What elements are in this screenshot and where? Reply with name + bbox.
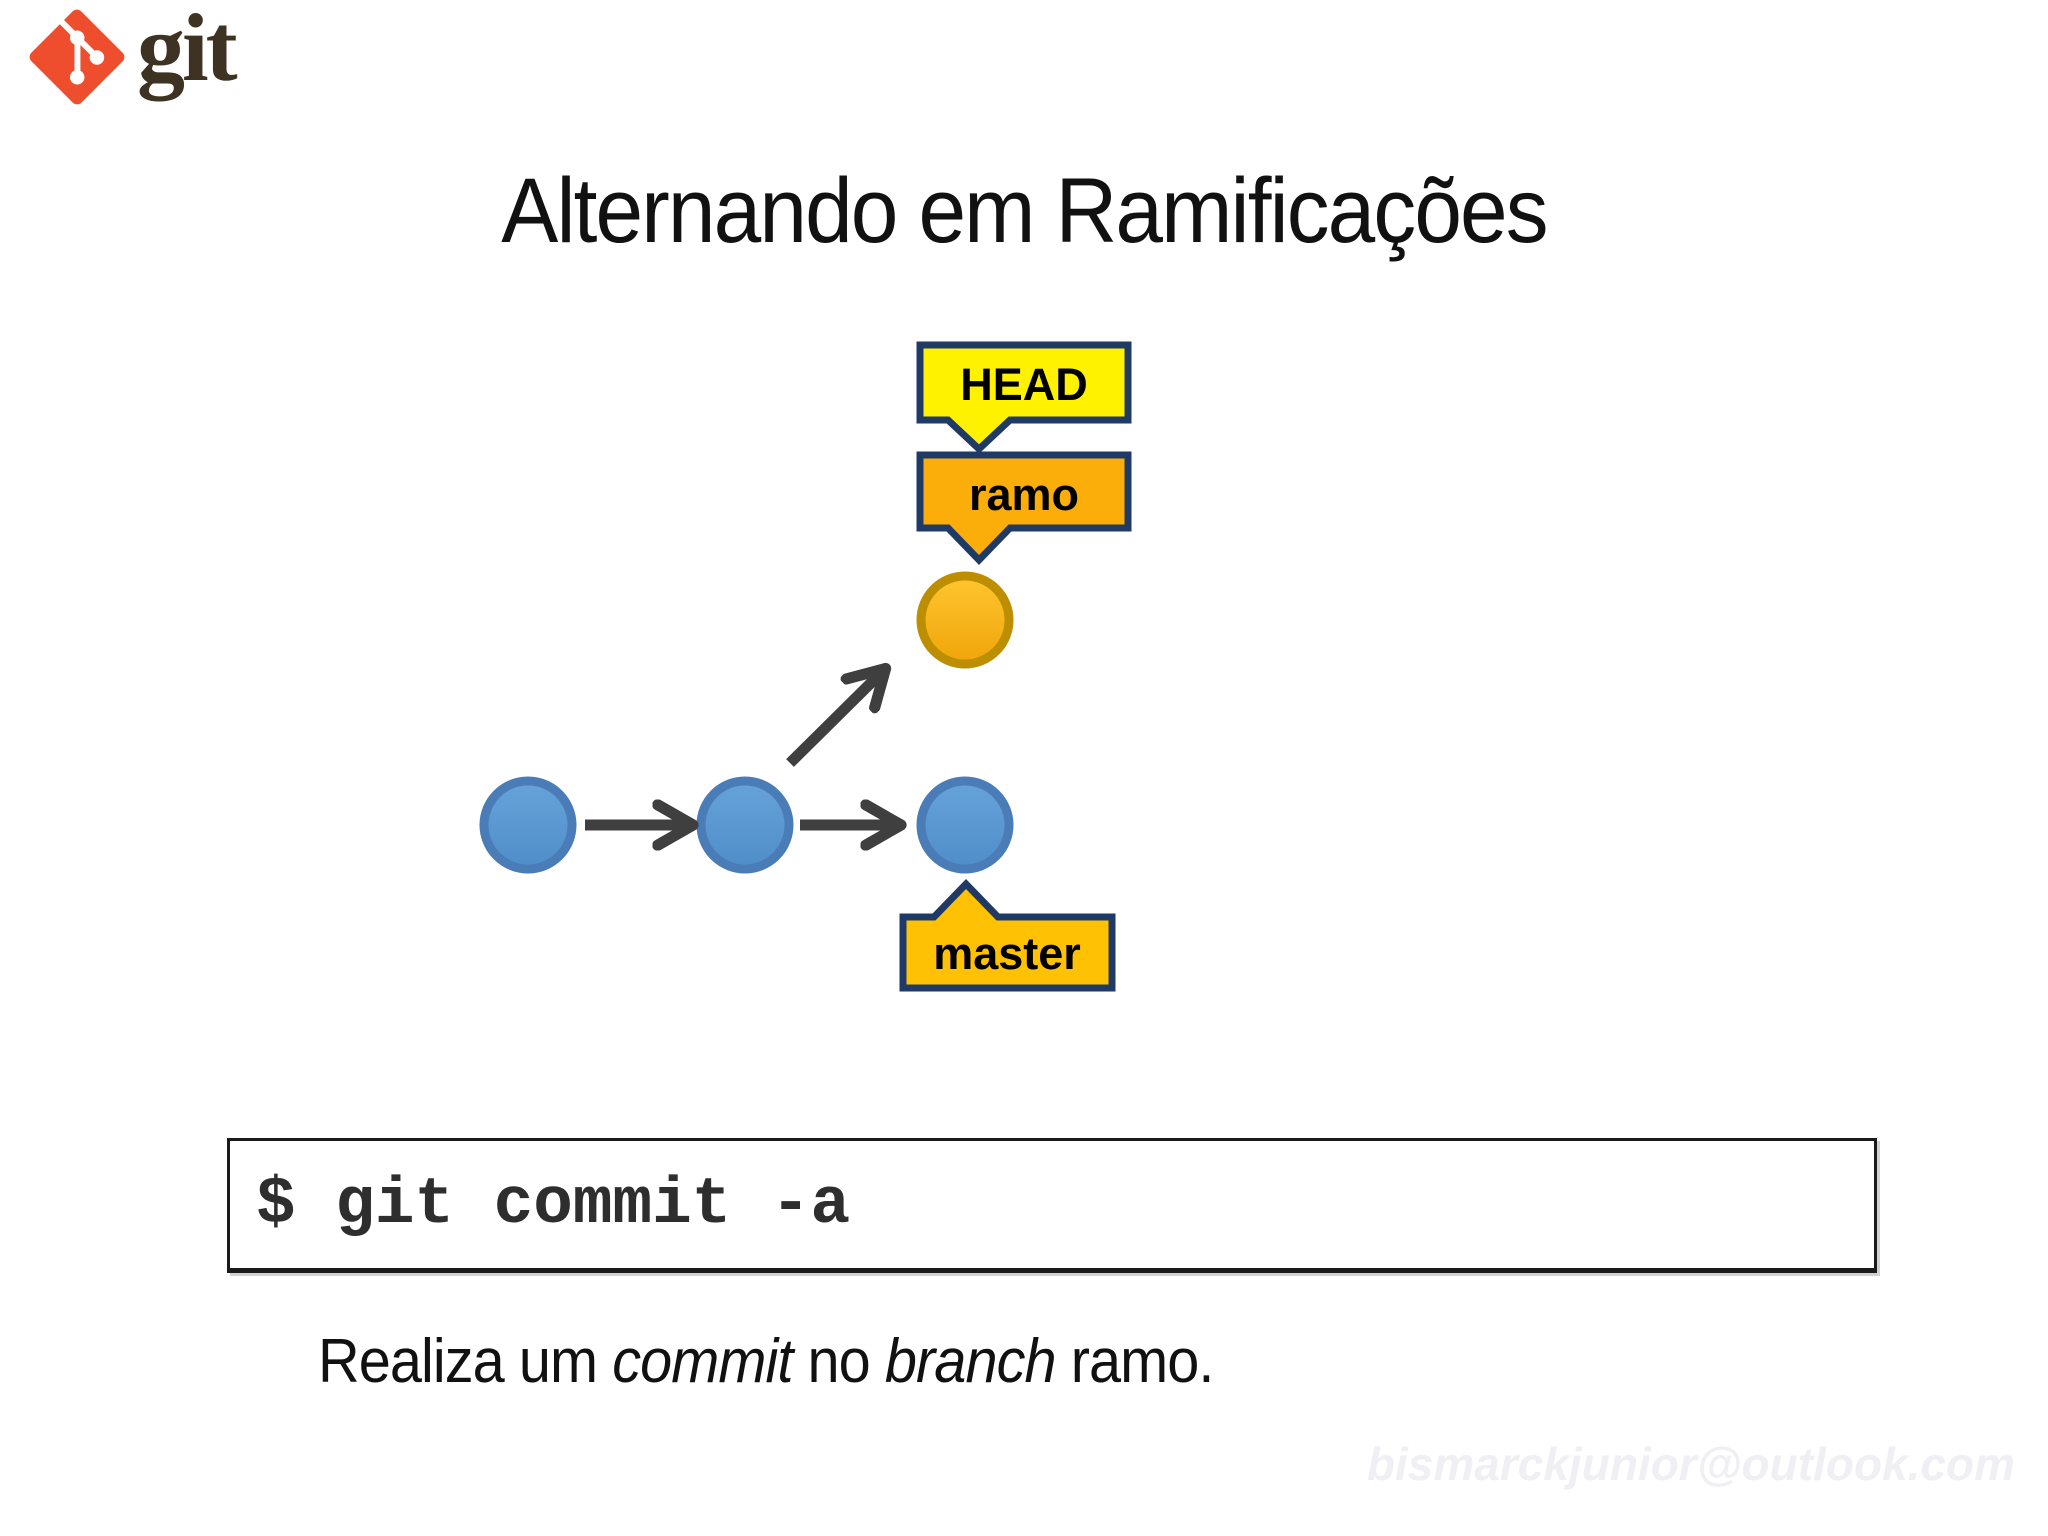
caption-text: ramo. [1055, 1327, 1215, 1396]
head-tag-label: HEAD [960, 359, 1088, 410]
ramo-tag-label: ramo [969, 469, 1079, 520]
caption: Realiza um commit no branch ramo. [318, 1326, 1215, 1397]
commit-node-3 [916, 776, 1014, 874]
master-tag-label: master [933, 928, 1081, 979]
head-tag-bubble [916, 341, 1132, 454]
git-diamond-shape [29, 9, 125, 105]
terminal-command: $ git commit -a [256, 1167, 851, 1242]
git-logo-icon [29, 9, 125, 105]
commit-node-2 [696, 776, 794, 874]
caption-italic-commit: commit [612, 1327, 793, 1396]
terminal-box: $ git commit -a [227, 1138, 1877, 1273]
commit-node-1 [479, 776, 577, 874]
caption-italic-branch: branch [884, 1327, 1057, 1396]
branch-commit-node [916, 571, 1014, 669]
slide-title: Alternando em Ramificações [501, 160, 1548, 262]
branch-arrow [786, 672, 882, 767]
git-wordmark: git [137, 0, 238, 101]
git-logo: git [27, 0, 238, 107]
caption-text: Realiza um [318, 1327, 613, 1396]
master-tag-bubble [899, 878, 1116, 992]
caption-text: no [792, 1327, 885, 1396]
watermark-email: bismarckjunior@outlook.com [1366, 1438, 2015, 1490]
ramo-tag-bubble [916, 451, 1132, 566]
